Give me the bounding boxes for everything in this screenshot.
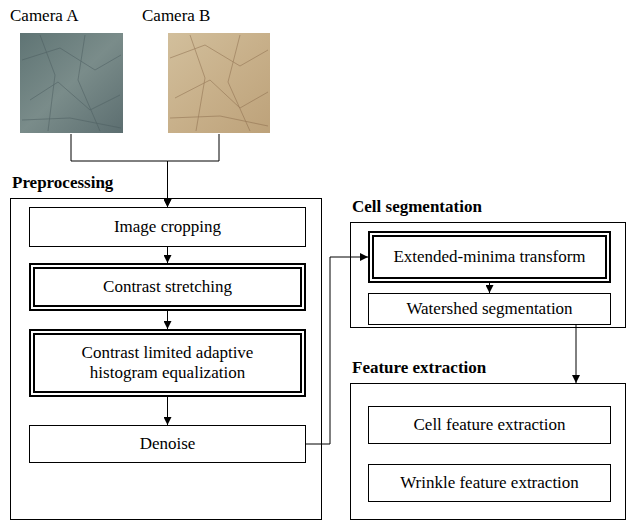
box-label: Contrast limited adaptive histogram equa…	[63, 343, 273, 384]
box-label: Watershed segmentation	[406, 299, 572, 319]
box-label: Wrinkle feature extraction	[400, 473, 579, 493]
stage-group: Feature extractionCell feature extractio…	[350, 383, 626, 520]
stage-group: PreprocessingImage croppingContrast stre…	[10, 198, 322, 520]
camera-a-photo	[20, 33, 123, 133]
box-label: Denoise	[140, 434, 196, 454]
process-box: Denoise	[29, 425, 306, 463]
process-box: Wrinkle feature extraction	[368, 464, 611, 502]
key-process-box: Extended-minima transform	[368, 231, 611, 283]
box-label: Image cropping	[114, 217, 221, 237]
group-heading: Feature extraction	[352, 358, 486, 378]
box-label: Cell feature extraction	[414, 415, 566, 435]
camera-input: Camera B	[140, 4, 298, 134]
flow-arrow	[167, 247, 168, 263]
box-label: Contrast stretching	[103, 277, 232, 297]
camera-b-photo	[168, 33, 270, 133]
camera-label: Camera A	[10, 6, 78, 26]
box-label: Extended-minima transform	[393, 247, 585, 267]
flow-arrow	[306, 257, 368, 444]
group-heading: Cell segmentation	[352, 197, 482, 217]
camera-label: Camera B	[142, 6, 210, 26]
flow-arrow	[167, 311, 168, 329]
flow-arrow	[71, 134, 168, 207]
key-process-box: Contrast limited adaptive histogram equa…	[29, 329, 306, 397]
group-heading: Preprocessing	[12, 173, 113, 193]
stage-group: Cell segmentationExtended-minima transfo…	[350, 222, 626, 328]
flow-arrow	[167, 397, 168, 425]
flow-arrow	[489, 283, 490, 293]
process-box: Cell feature extraction	[368, 406, 611, 444]
camera-input: Camera A	[8, 4, 134, 134]
flow-arrow	[168, 134, 220, 207]
flow-arrow	[576, 325, 577, 383]
key-process-box: Contrast stretching	[29, 263, 306, 311]
process-box: Watershed segmentation	[368, 293, 611, 325]
process-box: Image cropping	[29, 207, 306, 247]
